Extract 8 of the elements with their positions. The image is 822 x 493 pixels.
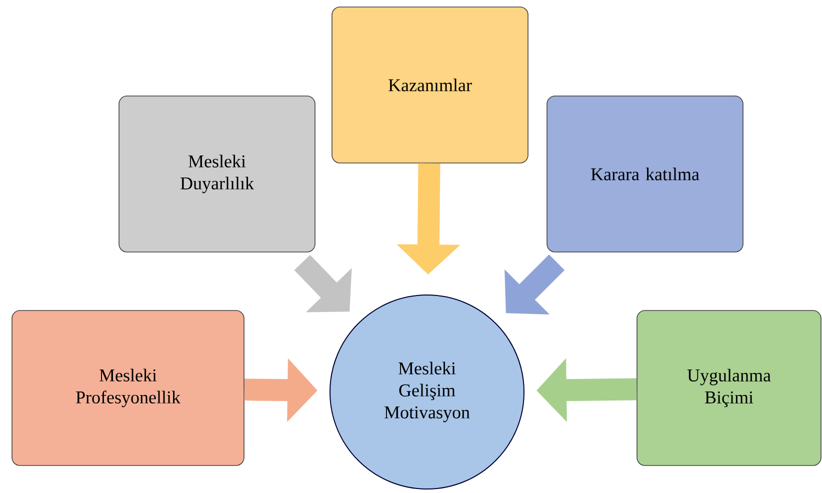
circle-node: Mesleki Gelişim Motivasyon [330, 294, 524, 490]
process-box: Mesleki Profesyonellik [12, 310, 244, 466]
process-box: Karara katılma [546, 96, 744, 252]
process-box: Mesleki Duyarlılık [118, 96, 316, 252]
process-box: Kazanımlar [332, 6, 528, 164]
process-box: Uygulanma Biçimi [636, 310, 822, 466]
block-arrow [294, 254, 352, 312]
block-arrow [504, 254, 565, 315]
